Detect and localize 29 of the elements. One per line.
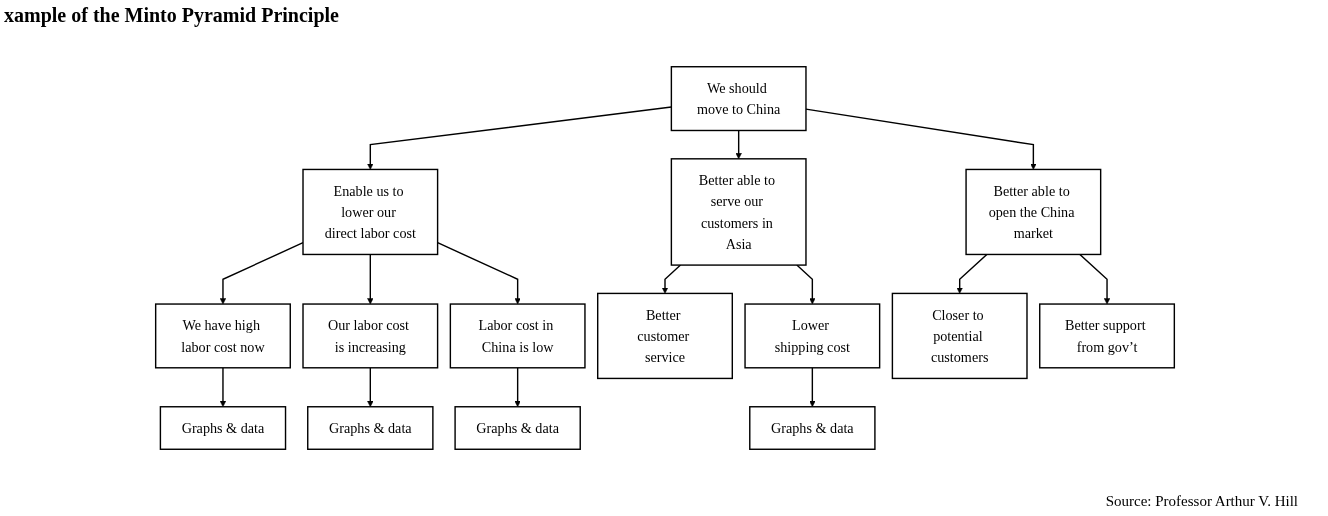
diagram-title: xample of the Minto Pyramid Principle: [4, 4, 339, 27]
arrow: [661, 264, 682, 294]
node-box: Better customer service: [597, 292, 733, 380]
node-box: We have high labor cost now: [154, 303, 291, 369]
node-box: Graphs & data: [454, 406, 581, 450]
arrow: [219, 242, 304, 305]
node-box: Better support from gov’t: [1039, 303, 1176, 369]
node-box: We should move to China: [670, 66, 807, 132]
node-box: Graphs & data: [159, 406, 287, 450]
arrow: [1079, 253, 1111, 305]
arrow: [219, 367, 227, 408]
node-box: Closer to potential customers: [891, 292, 1028, 380]
arrow: [367, 253, 374, 305]
node-box: Labor cost in China is low: [449, 303, 586, 369]
arrow: [796, 264, 816, 305]
node-box: Graphs & data: [307, 406, 434, 450]
source-note: Source: Professor Arthur V. Hill: [1105, 493, 1298, 510]
arrow: [956, 253, 988, 294]
arrow: [809, 367, 816, 408]
node-box: Better able to open the China market: [965, 168, 1102, 256]
node-box: Better able to serve our customers in Asia: [670, 158, 807, 266]
node-box: Our labor cost is increasing: [302, 303, 439, 369]
arrow: [514, 367, 521, 408]
arrow: [367, 367, 374, 408]
node-box: Enable us to lower our direct labor cost: [302, 168, 439, 256]
arrow: [735, 129, 742, 160]
node-box: Graphs & data: [749, 406, 876, 450]
arrow: [805, 108, 1037, 170]
node-box: Lower shipping cost: [744, 303, 881, 369]
